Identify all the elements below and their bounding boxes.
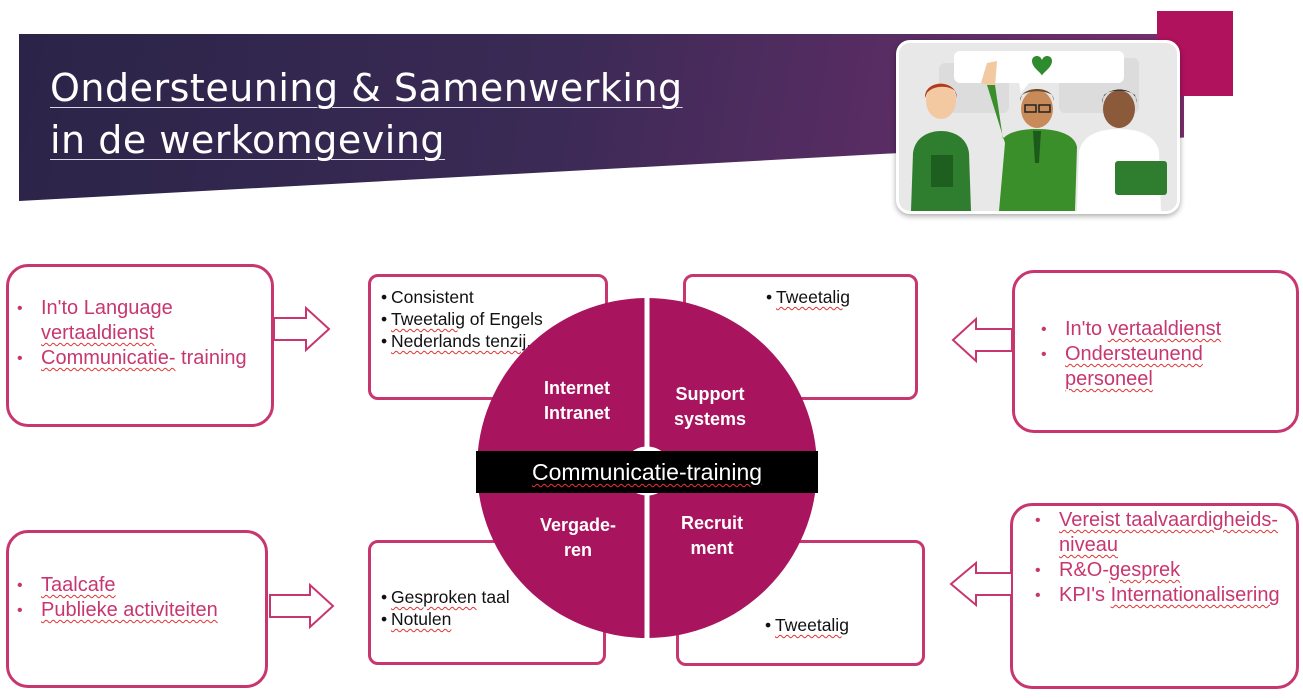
center-banner-label: Communicatie-training xyxy=(531,459,763,485)
box-left-top: In'to Language vertaaldienst Communicati… xyxy=(6,264,274,427)
list-item: Vereist taalvaardigheids-niveau xyxy=(1027,508,1292,558)
list-item: R&O-gesprek xyxy=(1027,558,1292,583)
quadrant-vergaderen: Vergade-ren xyxy=(539,515,617,560)
team-people-icon xyxy=(899,43,1177,211)
list-item: Notulen xyxy=(381,608,599,630)
list-item: In'to vertaaldienst xyxy=(1033,317,1288,342)
quadrant-support-systems: Support systems xyxy=(673,384,747,429)
left-top-list: In'to Language vertaaldienst Communicati… xyxy=(9,296,263,371)
arrow-left-top-icon xyxy=(951,316,1013,364)
arrow-left-bottom-icon xyxy=(949,560,1013,608)
list-item: Nederlands tenzij.. xyxy=(381,330,601,352)
center-training-banner: Communicatie-training xyxy=(476,451,818,493)
title-line-1: Ondersteuning & Samenwerking xyxy=(50,66,683,110)
box-right-top: In'to vertaaldienst Ondersteunend person… xyxy=(1012,270,1299,433)
list-item: Communicatie- training xyxy=(9,346,263,371)
inner-bottom-right-list: Tweetalig xyxy=(765,614,918,636)
quadrant-recruitment: Recruit ment xyxy=(680,513,743,558)
list-item: KPI's Internationalisering xyxy=(1027,583,1292,608)
list-item: Tweetalig xyxy=(765,614,918,636)
box-left-bottom: Taalcafe Publieke activiteiten xyxy=(6,530,268,688)
box-right-bottom: Vereist taalvaardigheids-niveau R&O-gesp… xyxy=(1010,503,1299,689)
team-illustration xyxy=(896,40,1180,214)
list-item: Consistent xyxy=(381,286,601,308)
page-title: Ondersteuning & Samenwerking in de werko… xyxy=(50,62,683,166)
list-item: Ondersteunend personeel xyxy=(1033,342,1288,392)
list-item: Tweetalig of Engels xyxy=(381,308,601,330)
right-top-list: In'to vertaaldienst Ondersteunend person… xyxy=(1033,317,1288,392)
list-item: Gesproken taal xyxy=(381,586,599,608)
list-item: Tweetalig xyxy=(766,286,911,308)
title-line-2: in de werkomgeving xyxy=(50,118,446,162)
list-item: Taalcafe xyxy=(9,573,257,598)
arrow-right-bottom-icon xyxy=(269,582,335,630)
arrow-right-top-icon xyxy=(273,305,331,353)
right-bottom-list: Vereist taalvaardigheids-niveau R&O-gesp… xyxy=(1027,508,1292,608)
inner-bottom-left-list: Gesproken taal Notulen xyxy=(381,586,599,630)
left-bottom-list: Taalcafe Publieke activiteiten xyxy=(9,573,257,623)
list-item: Publieke activiteiten xyxy=(9,598,257,623)
inner-top-left-list: Consistent Tweetalig of Engels Nederland… xyxy=(381,286,601,352)
inner-top-right-list: Tweetalig xyxy=(766,286,911,308)
quadrant-internet-intranet: Internet Intranet xyxy=(543,378,610,423)
list-item: In'to Language vertaaldienst xyxy=(9,296,263,346)
